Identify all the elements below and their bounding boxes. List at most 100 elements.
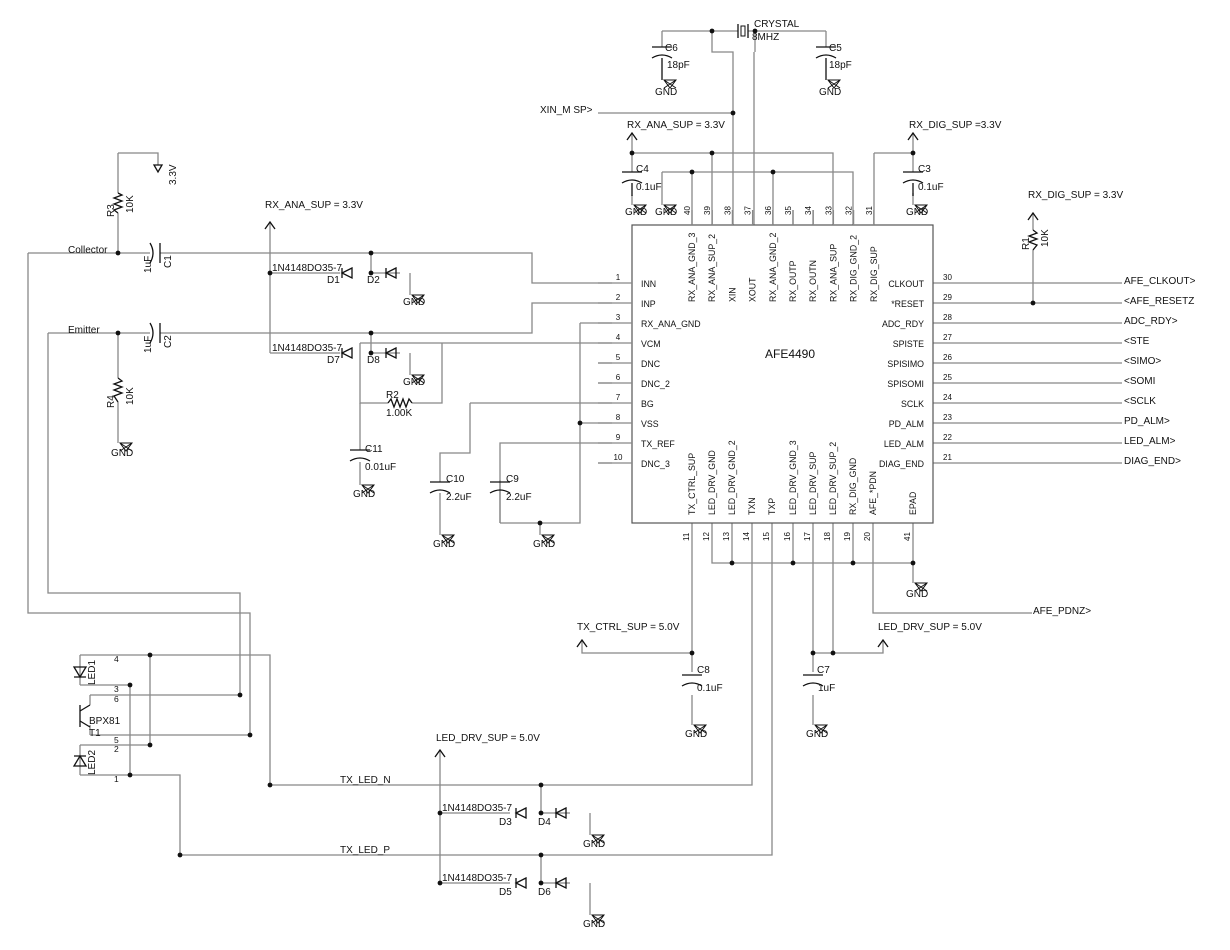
svg-text:6: 6 [114,694,119,704]
pin-number-28: 28 [943,313,952,322]
pin-name-12: LED_DRV_GND [707,450,717,515]
svg-text:18pF: 18pF [829,60,852,71]
capacitor-c1: 1uF C1 [143,242,174,273]
capacitor-c10: C10 2.2uF [429,474,472,503]
pin-name-40: RX_ANA_GND_3 [687,232,697,302]
pin-name-19: RX_DIG_GND [848,458,858,515]
svg-text:1uF: 1uF [143,336,154,353]
svg-text:TX_LED_N: TX_LED_N [340,775,391,786]
pin-name-38: XIN [727,287,737,302]
pin-name-18: LED_DRV_SUP_2 [828,442,838,515]
svg-text:C3: C3 [918,164,931,175]
pin-name-23: PD_ALM [889,419,924,429]
svg-text:GND: GND [353,489,375,500]
svg-text:GND: GND [533,539,555,550]
svg-text:LED_DRV_SUP = 5.0V: LED_DRV_SUP = 5.0V [878,622,982,633]
capacitor-c9: C9 2.2uF [489,474,532,503]
supply-3v3-icon [152,164,164,174]
svg-text:GND: GND [111,448,133,459]
svg-text:0.1uF: 0.1uF [697,683,723,694]
capacitor-c5: C5 18pF [815,43,852,80]
pin-name-25: SPISOMI [887,379,924,389]
pin-name-31: RX_DIG_SUP [869,246,879,302]
svg-text:GND: GND [403,377,425,388]
svg-text:5: 5 [114,735,119,745]
pin-number-1: 1 [616,273,621,282]
svg-text:TX_CTRL_SUP = 5.0V: TX_CTRL_SUP = 5.0V [577,622,680,633]
svg-text:Collector: Collector [68,245,108,256]
resistor-r3: R3 10K [106,192,136,217]
led2-icon [72,754,88,767]
pin-name-28: ADC_RDY [882,319,924,329]
phototransistor-icon [79,704,91,728]
capacitor-c8: C8 0.1uF [681,665,723,694]
pin-number-16: 16 [783,532,792,541]
svg-text:0.1uF: 0.1uF [918,182,944,193]
pin-name-10: DNC_3 [641,459,670,469]
pin-number-13: 13 [722,532,731,541]
pin-name-1: INN [641,279,656,289]
capacitor-c7: C7 1uF [802,665,835,694]
svg-text:RX_DIG_SUP =3.3V: RX_DIG_SUP =3.3V [909,120,1002,131]
pin-number-35: 35 [784,206,793,215]
svg-text:GND: GND [583,839,605,850]
svg-text:GND: GND [433,539,455,550]
net-pd_alm: PD_ALM> [1124,416,1170,427]
pin-name-21: DIAG_END [879,459,924,469]
diodes: 1N4148DO35-7 D1 D2 1N4148DO35-7 D7 D8 1N… [272,263,567,898]
pin-number-37: 37 [744,206,753,215]
svg-text:D4: D4 [538,817,551,828]
svg-text:LED2: LED2 [87,750,98,775]
pin-name-15: TXP [767,498,777,515]
pin-name-14: TXN [747,497,757,515]
pin-name-8: VSS [641,419,659,429]
svg-text:C7: C7 [817,665,830,676]
crystal-value: 8MHZ [752,32,779,43]
pin-number-9: 9 [616,433,621,442]
pin-name-22: LED_ALM [884,439,924,449]
svg-text:10K: 10K [125,195,136,213]
capacitor-c11: C11 0.01uF [349,444,396,473]
svg-text:GND: GND [403,297,425,308]
pin-name-37: XOUT [748,277,758,302]
svg-text:BPX81: BPX81 [89,716,121,727]
pin-number-39: 39 [703,206,712,215]
pin-name-34: RX_OUTN [808,260,818,302]
pin-number-34: 34 [804,206,813,215]
pin-name-6: DNC_2 [641,379,670,389]
pin-number-27: 27 [943,333,952,342]
svg-text:C11: C11 [365,444,383,455]
svg-text:GND: GND [655,87,677,98]
pin-name-36: RX_ANA_GND_2 [768,232,778,302]
svg-text:D6: D6 [538,887,551,898]
pin-number-25: 25 [943,373,952,382]
net-somi: <SOMI [1124,376,1155,387]
pin-number-15: 15 [762,532,771,541]
svg-text:1uF: 1uF [143,256,154,273]
led1-icon [72,666,88,679]
pin-number-5: 5 [616,353,621,362]
pin-name-13: LED_DRV_GND_2 [727,440,737,515]
pin-name-5: DNC [641,359,661,369]
pin-number-21: 21 [943,453,952,462]
pin-number-2: 2 [616,293,621,302]
svg-text:1uF: 1uF [818,683,835,694]
svg-text:3: 3 [114,684,119,694]
net-adc_rdy: ADC_RDY> [1124,316,1178,327]
pin-number-6: 6 [616,373,621,382]
svg-text:C8: C8 [697,665,710,676]
svg-text:R1: R1 [1021,237,1032,250]
net-xin-msp: XIN_M SP> [540,105,593,116]
pin-number-4: 4 [616,333,621,342]
svg-text:Emitter: Emitter [68,325,100,336]
pin-name-30: CLKOUT [888,279,924,289]
afe4490-chip: AFE4490 1INN2INP3RX_ANA_GND4VCM5DNC6DNC_… [598,206,1196,541]
pin-number-40: 40 [683,206,692,215]
svg-text:C10: C10 [446,474,465,485]
pin-name-26: SPISIMO [887,359,924,369]
pin-number-24: 24 [943,393,952,402]
pin-number-29: 29 [943,293,952,302]
svg-text:D7: D7 [327,355,340,366]
svg-text:D3: D3 [499,817,512,828]
